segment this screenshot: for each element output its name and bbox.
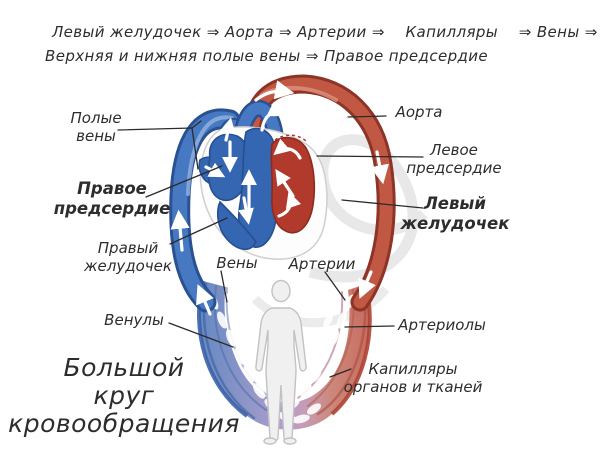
leader-arterioles <box>344 325 395 328</box>
leader-arteries <box>324 271 346 301</box>
leader-venules <box>168 322 234 348</box>
label-arteries: Артерии <box>288 255 356 273</box>
heart-right-side-blue <box>198 127 280 250</box>
flow-formula-line2: Верхняя и нижняя полые вены ⇒ Правое пре… <box>45 47 489 65</box>
diagram-title: Большой круг кровообращения <box>8 353 240 438</box>
label-veins: Вены <box>216 254 258 272</box>
label-vena-cava: Полые вены <box>70 109 122 145</box>
leader-left-ventricle <box>341 199 424 209</box>
leader-aorta <box>347 115 387 118</box>
label-arterioles: Артериолы <box>398 316 486 334</box>
leader-lines <box>117 115 424 378</box>
label-right-atrium: Правое предсердие <box>53 179 171 218</box>
leader-vena-cava-2 <box>191 120 202 129</box>
leader-capillaries <box>329 368 352 378</box>
leader-right-atrium <box>145 165 223 198</box>
leader-left-atrium <box>316 155 424 158</box>
label-capillaries: Капилляры органов и тканей <box>343 360 483 396</box>
figure-head <box>271 279 291 303</box>
heart-left-side-red <box>270 134 316 234</box>
label-right-ventricle: Правый желудочек <box>84 239 172 275</box>
label-venules: Венулы <box>104 311 164 329</box>
leader-right-ventricle <box>169 217 228 245</box>
leader-veins <box>220 270 228 303</box>
flow-arrows <box>170 80 390 316</box>
human-figure <box>255 279 307 445</box>
flow-formula-line1: Левый желудочек ⇒ Аорта ⇒ Артерии ⇒ Капи… <box>52 23 598 41</box>
label-left-atrium: Левое предсердие <box>406 141 502 177</box>
label-left-ventricle: Левый желудочек <box>400 194 510 233</box>
label-aorta: Аорта <box>395 103 443 121</box>
heart <box>198 126 328 260</box>
